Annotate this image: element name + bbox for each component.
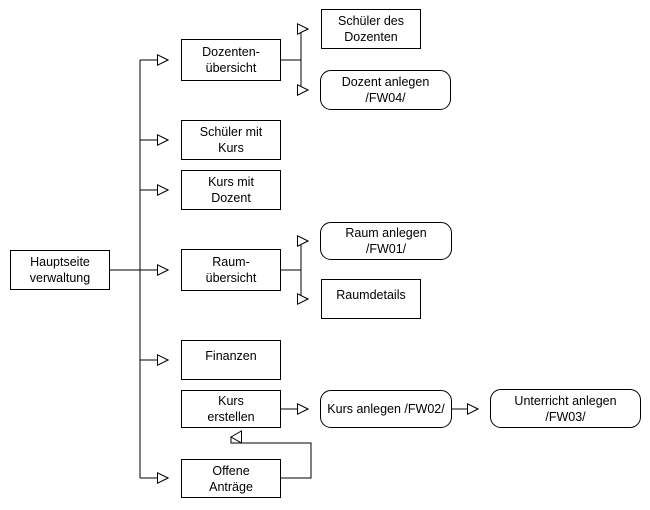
node-label: Raumdetails — [336, 288, 406, 302]
node-offene-antraege[interactable]: Offene Anträge — [181, 459, 281, 498]
node-raumuebersicht[interactable]: Raum- übersicht — [181, 249, 281, 291]
node-label: Schüler mit Kurs — [199, 125, 263, 155]
node-dozent-anlegen-fw04[interactable]: Dozent anlegen /FW04/ — [320, 70, 451, 110]
node-unterricht-anlegen-fw03[interactable]: Unterricht anlegen /FW03/ — [490, 389, 641, 428]
node-finanzen[interactable]: Finanzen — [181, 340, 281, 380]
node-label: Raum anlegen /FW01/ — [345, 226, 427, 256]
node-label: Kurs mit Dozent — [208, 175, 254, 205]
node-label: Kurs anlegen /FW02/ — [327, 402, 445, 416]
node-label: Finanzen — [205, 349, 257, 363]
node-label: Raum- übersicht — [205, 255, 257, 285]
node-label: Offene Anträge — [209, 463, 253, 494]
node-label: Unterricht anlegen /FW03/ — [514, 393, 617, 424]
node-schueler-mit-kurs[interactable]: Schüler mit Kurs — [181, 120, 281, 160]
node-kurs-mit-dozent[interactable]: Kurs mit Dozent — [181, 170, 281, 210]
node-label: Dozent anlegen /FW04/ — [341, 75, 430, 105]
node-label: Hauptseite verwaltung — [29, 255, 91, 285]
node-hauptseite-verwaltung[interactable]: Hauptseite verwaltung — [10, 250, 110, 290]
node-raum-anlegen-fw01[interactable]: Raum anlegen /FW01/ — [320, 222, 452, 260]
node-label: Dozenten- übersicht — [202, 45, 260, 75]
node-label: Kurs erstellen — [207, 394, 255, 424]
node-label: Schüler des Dozenten — [337, 14, 404, 44]
node-dozentenuebersicht[interactable]: Dozenten- übersicht — [181, 39, 281, 81]
node-raumdetails[interactable]: Raumdetails — [321, 279, 421, 319]
node-kurs-erstellen[interactable]: Kurs erstellen — [181, 390, 281, 428]
node-schueler-des-dozenten[interactable]: Schüler des Dozenten — [321, 9, 421, 49]
node-kurs-anlegen-fw02[interactable]: Kurs anlegen /FW02/ — [320, 390, 452, 428]
